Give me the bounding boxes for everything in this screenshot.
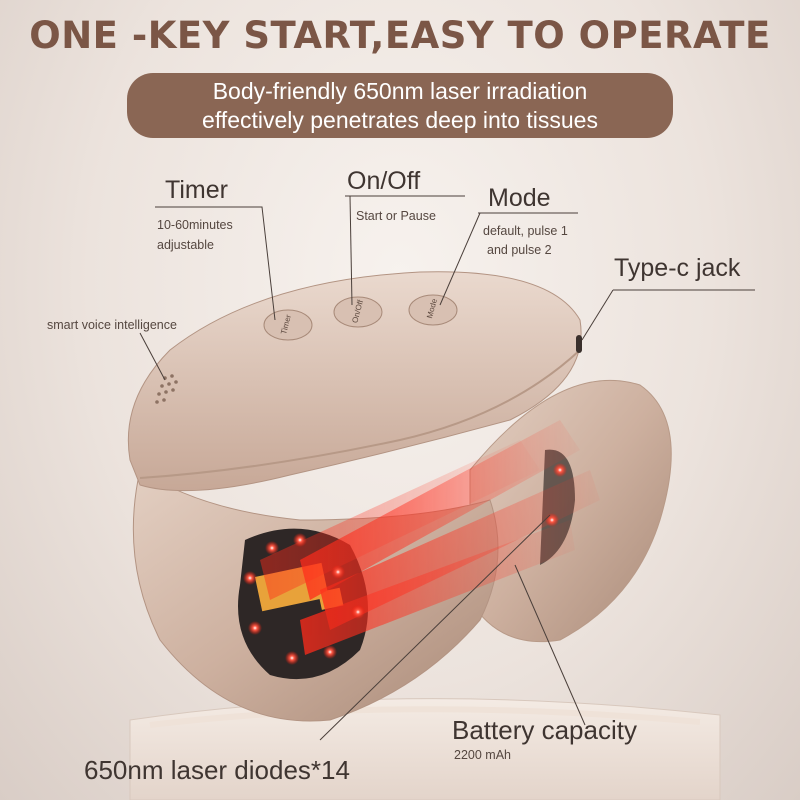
headline: ONE -KEY START,EASY TO OPERATE [29, 14, 771, 57]
banner-line-2: effectively penetrates deep into tissues [202, 106, 598, 133]
timer-desc-1: 10-60minutes [157, 218, 233, 232]
onoff-title: On/Off [347, 167, 421, 195]
timer-title: Timer [165, 176, 228, 204]
diodes-title: 650nm laser diodes*14 [84, 755, 350, 785]
mode-device-button [408, 294, 458, 326]
laser-diode-dots [243, 463, 567, 665]
type-c-port [576, 335, 582, 353]
onoff-device-button [333, 296, 383, 328]
mode-desc-1: default, pulse 1 [483, 224, 568, 238]
timer-desc-2: adjustable [157, 238, 214, 252]
typec-title: Type-c jack [614, 254, 741, 282]
onoff-desc: Start or Pause [356, 209, 436, 223]
voice-desc: smart voice intelligence [47, 318, 177, 332]
pedestal [129, 698, 721, 800]
callout-lines [139, 195, 755, 741]
feature-banner: Body-friendly 650nm laser irradiation ef… [127, 73, 673, 138]
banner-line-1: Body-friendly 650nm laser irradiation [212, 77, 588, 104]
mode-desc-2: and pulse 2 [487, 243, 552, 257]
timer-device-button [263, 309, 313, 341]
battery-title: Battery capacity [452, 715, 637, 745]
mode-title: Mode [488, 184, 551, 212]
battery-desc: 2200 mAh [454, 748, 511, 762]
upper-band [127, 271, 582, 492]
laser-beams [260, 420, 600, 655]
